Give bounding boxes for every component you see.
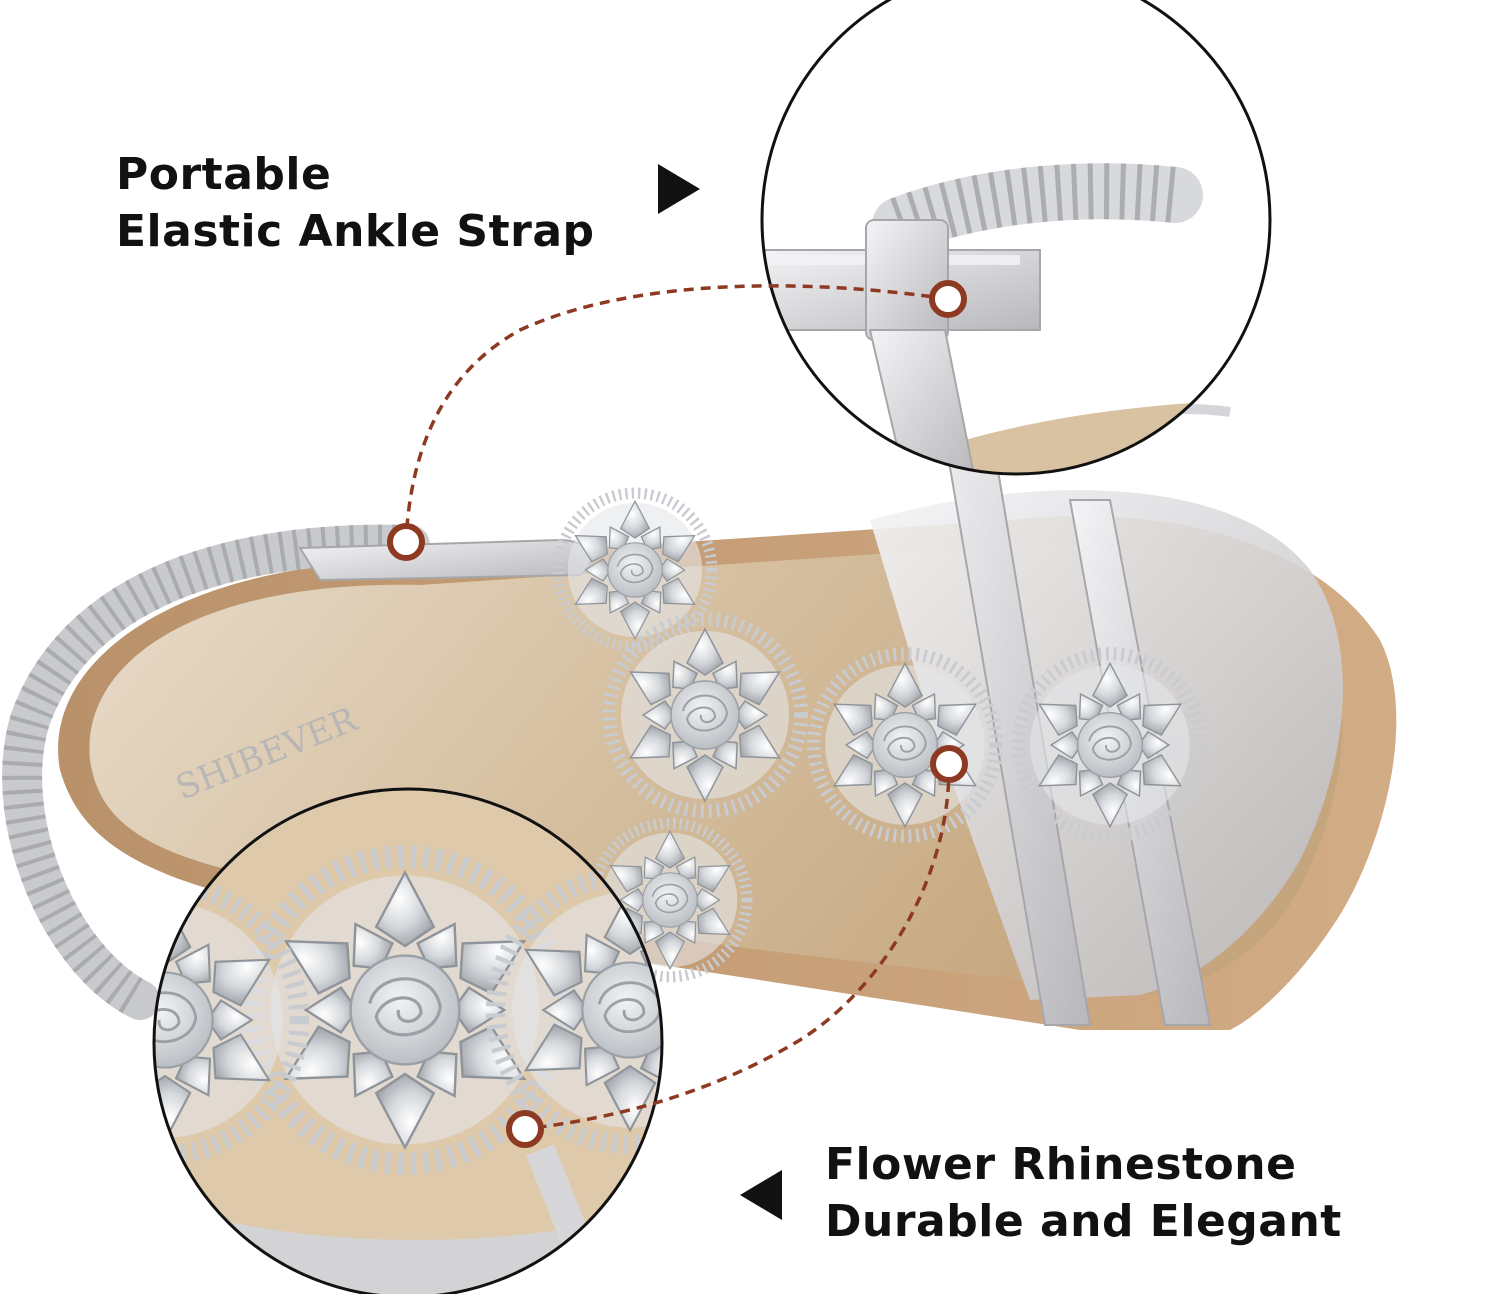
flower-caption-line1: Flower Rhinestone <box>825 1139 1297 1190</box>
flower-caption-line2: Durable and Elegant <box>825 1196 1342 1247</box>
ankle-strap-caption-line2: Elastic Ankle Strap <box>116 206 595 257</box>
ankle-strap-caption: Portable Elastic Ankle Strap <box>116 146 595 260</box>
flower-zoom <box>152 787 664 1294</box>
callout-lines <box>404 284 951 1131</box>
ankle-strap-zoom <box>760 0 1272 476</box>
arrow-right-icon <box>658 164 700 214</box>
arrow-left-icon <box>740 1170 782 1220</box>
flower-caption: Flower Rhinestone Durable and Elegant <box>825 1136 1342 1250</box>
callout-dot-icon <box>387 280 968 1148</box>
ankle-strap-caption-line1: Portable <box>116 149 332 200</box>
